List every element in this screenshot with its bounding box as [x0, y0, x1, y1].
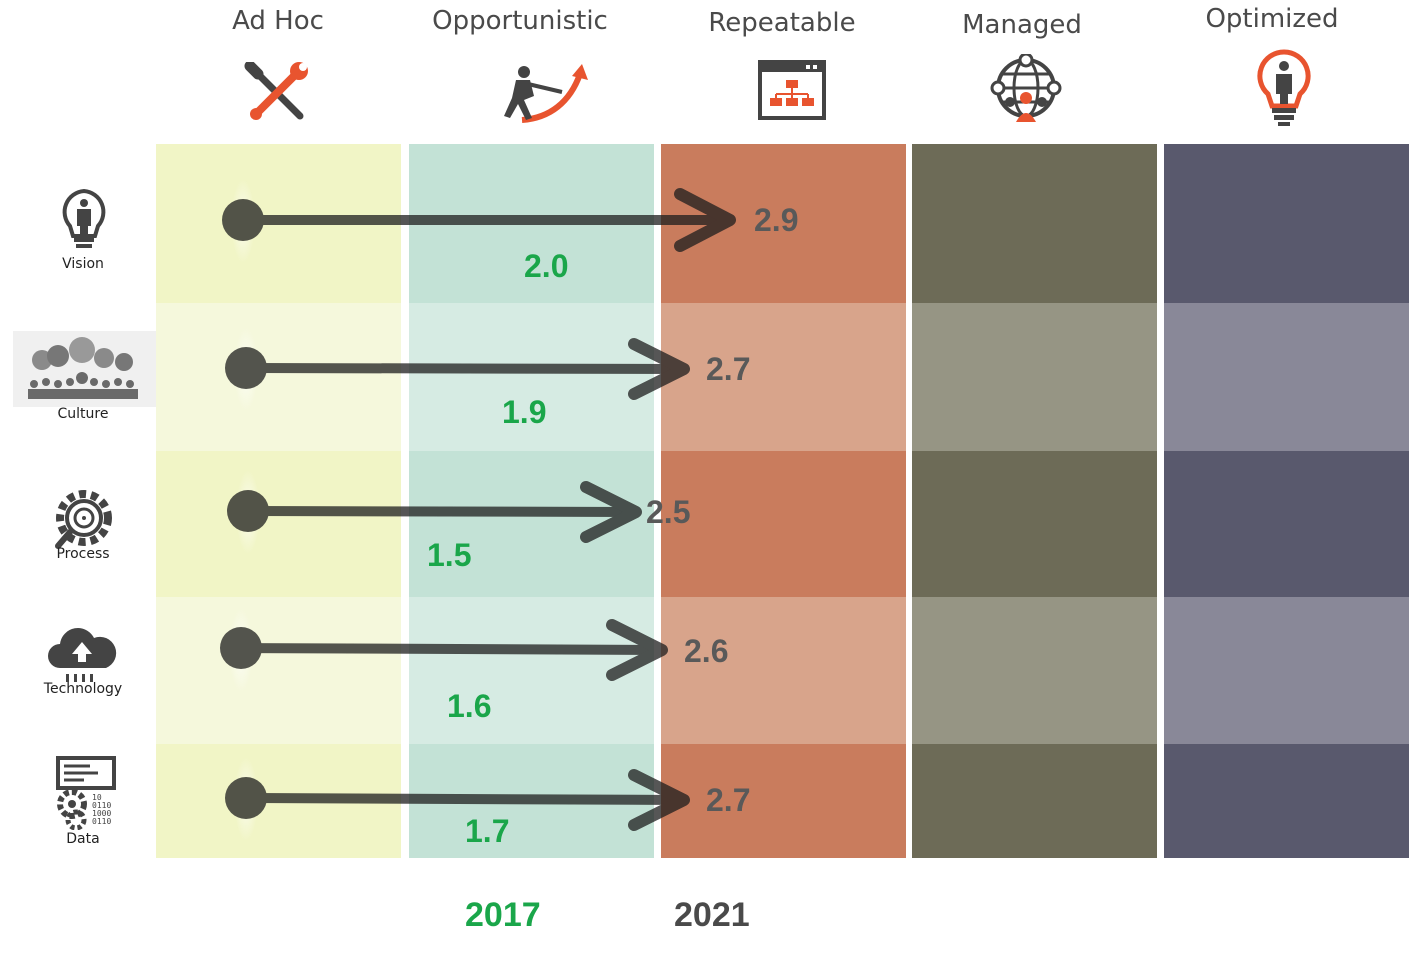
cell: [1164, 597, 1409, 744]
score-2017-vision: 2.0: [524, 248, 569, 284]
svg-text:1000: 1000: [92, 809, 111, 818]
level-label-ad-hoc: Ad Hoc: [232, 6, 324, 36]
column-ad-hoc: [156, 144, 401, 858]
cell: [912, 597, 1157, 744]
level-label-optimized: Optimized: [1205, 4, 1339, 34]
row-label-process: Process: [56, 546, 110, 562]
score-2021-vision: 2.9: [754, 202, 799, 238]
person-pulling-arrow-icon: [504, 64, 588, 123]
crowd-speech-bubbles-icon: [28, 337, 138, 399]
cell: [156, 597, 401, 744]
globe-network-people-icon: [990, 54, 1062, 122]
cell: [156, 451, 401, 597]
year-2021-label: 2021: [674, 896, 750, 934]
cloud-upload-icon: [48, 628, 117, 682]
column-managed: [912, 144, 1157, 858]
row-label-vision: Vision: [62, 256, 104, 272]
arrow-technology: [220, 608, 668, 692]
year-2017-label: 2017: [465, 896, 541, 934]
column-repeatable: [661, 144, 906, 858]
svg-text:0110: 0110: [92, 817, 111, 826]
score-2017-data: 1.7: [465, 813, 510, 849]
arrow-process: [227, 470, 642, 554]
score-2021-data: 2.7: [706, 782, 751, 818]
cell: [661, 303, 906, 451]
cell: [912, 451, 1157, 597]
level-label-managed: Managed: [962, 10, 1082, 40]
score-2017-technology: 1.6: [447, 688, 492, 724]
cell: [156, 303, 401, 451]
svg-text:0110: 0110: [92, 801, 111, 810]
score-2021-culture: 2.7: [706, 351, 751, 387]
arrow-vision: [222, 179, 736, 263]
cell: [912, 744, 1157, 858]
cell: [912, 303, 1157, 451]
cell: [661, 451, 906, 597]
gear-magnifier-icon: [55, 490, 112, 549]
score-2021-process: 2.5: [646, 494, 691, 530]
level-label-opportunistic: Opportunistic: [432, 6, 608, 36]
lightbulb-person-icon: [1257, 49, 1311, 126]
svg-text:10: 10: [92, 793, 102, 802]
cell: [912, 144, 1157, 303]
wrench-screwdriver-icon: [244, 62, 308, 120]
cell: [1164, 744, 1409, 858]
level-label-repeatable: Repeatable: [708, 8, 856, 38]
arrow-culture: [225, 327, 690, 411]
score-2017-process: 1.5: [427, 537, 472, 573]
org-chart-window-icon: [758, 60, 826, 120]
column-optimized: [1164, 144, 1409, 858]
score-2021-technology: 2.6: [684, 633, 729, 669]
row-label-culture: Culture: [57, 406, 109, 422]
arrow-data: [225, 757, 690, 841]
cell: [661, 744, 906, 858]
cell: [1164, 303, 1409, 451]
cell: [1164, 144, 1409, 303]
score-2017-culture: 1.9: [502, 394, 547, 430]
lightbulb-person-icon: [62, 188, 106, 248]
row-label-technology: Technology: [43, 681, 123, 697]
cell: [1164, 451, 1409, 597]
cell: [409, 303, 654, 451]
row-label-data: Data: [66, 831, 100, 847]
cell: [661, 597, 906, 744]
document-gears-binary-icon: 10 0110 1000 0110: [56, 756, 116, 830]
